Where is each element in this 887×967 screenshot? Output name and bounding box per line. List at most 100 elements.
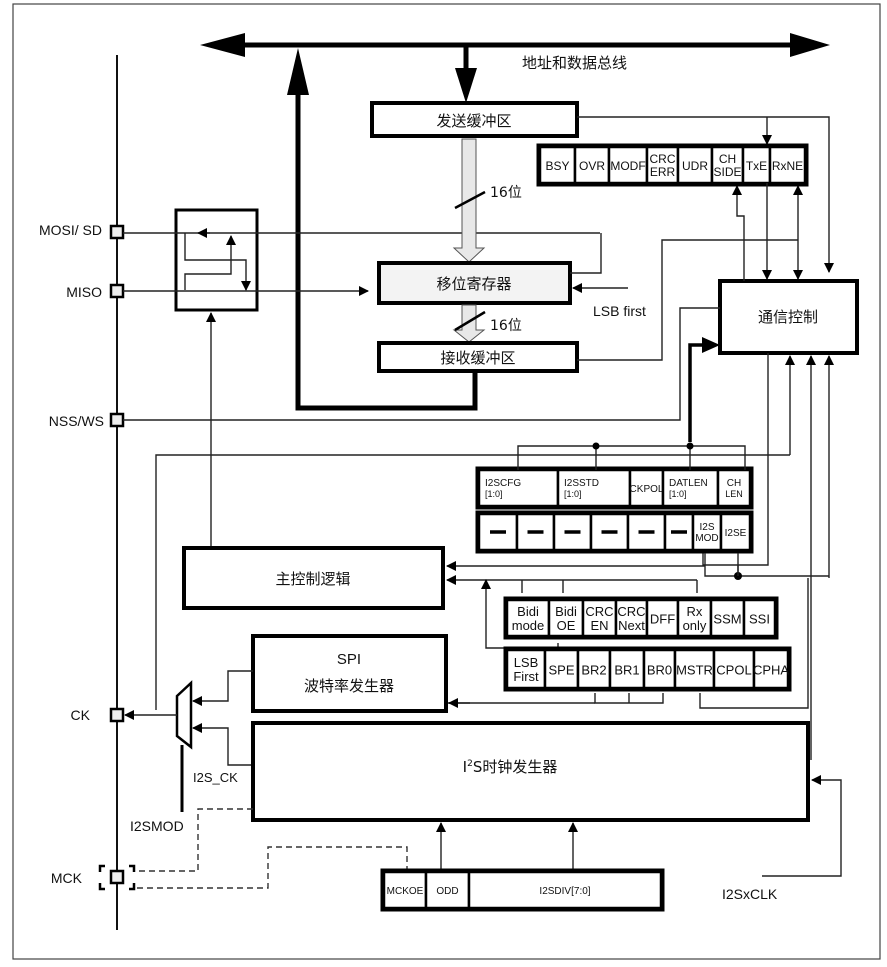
- register-bit-cell: [614, 598, 649, 638]
- register-bit-label: [1:0]: [669, 489, 687, 499]
- master-logic-label: 主控制逻辑: [275, 570, 350, 588]
- register-bit-cell: [382, 870, 428, 910]
- bus-down-arrow-icon: [455, 68, 477, 103]
- register-bit-label: CKPOL: [630, 484, 664, 495]
- register-bit-label: DFF: [650, 612, 675, 627]
- shift-register-block: [377, 261, 572, 305]
- register-bit-cell: [538, 145, 577, 185]
- register-bit-label: I2SCFG: [485, 478, 521, 489]
- register-bit-label: I2SDIV[7:0]: [539, 886, 590, 897]
- pin-mck-pad[interactable]: [109, 869, 125, 885]
- rx-buffer-label: 接收缓冲区: [440, 349, 515, 367]
- pin-miso-pad[interactable]: [109, 283, 125, 299]
- register-bit-label: OE: [557, 618, 576, 633]
- register-bit-cell: [768, 145, 807, 185]
- register-bit-cell: [607, 145, 649, 185]
- register-bit-cell: [628, 468, 665, 508]
- register-bit-label: Next: [618, 618, 645, 633]
- bit-width-label-rx: 16位: [490, 318, 522, 334]
- bus-arrow-right-icon: [790, 33, 830, 57]
- i2spr-register: MCKOE ODD I2SDIV[7:0]: [380, 868, 665, 912]
- register-bit-label: OVR: [579, 159, 605, 173]
- address-data-bus: 地址和数据总线: [200, 33, 830, 411]
- register-bit-label: [1:0]: [485, 489, 503, 499]
- register-bit-label: MODF: [610, 159, 645, 173]
- register-bit-label: [1:0]: [564, 489, 582, 499]
- pin-mck-label: MCK: [51, 870, 83, 886]
- spi-baud-rate-generator: SPI 波特率发生器: [251, 634, 470, 713]
- master-logic-block: [182, 546, 445, 610]
- mosi-miso-switch: [123, 208, 600, 547]
- i2s-clock-block: [251, 721, 810, 822]
- pin-column: MOSI/ SD MISO NSS/WS CK MCK: [39, 55, 136, 930]
- register-bit-cell: [741, 145, 772, 185]
- spi-baud-block: [251, 634, 448, 713]
- pin-ck-label: CK: [71, 707, 91, 723]
- i2scfgr-upper-register: I2SCFG[1:0]I2SSTD[1:0]CKPOLDATLEN[1:0]CH…: [475, 466, 754, 510]
- register-bit-label: CH: [719, 152, 736, 166]
- register-bit-label: BSY: [545, 159, 569, 173]
- tx-buffer-label: 发送缓冲区: [436, 112, 511, 130]
- spi-baud-label-1: SPI: [337, 651, 361, 668]
- junction-dot: [686, 442, 694, 450]
- register-bit-label: SSM: [713, 612, 741, 627]
- register-bit-label: ERR: [650, 165, 676, 179]
- bus-arrow-left-icon: [200, 33, 245, 57]
- register-bit-label: ODD: [436, 886, 458, 897]
- rx-buffer-block: [377, 341, 579, 373]
- register-bit-label: DATLEN: [669, 478, 708, 489]
- bit-width-label-tx: 16位: [490, 185, 522, 201]
- register-bit-cell: [467, 870, 663, 910]
- lsb-first-label: LSB first: [593, 303, 646, 319]
- pin-nss-pad[interactable]: [109, 412, 125, 428]
- register-bit-cell: [673, 648, 716, 690]
- pin-ck-pad[interactable]: [109, 707, 125, 723]
- register-bit-label: CPOL: [716, 663, 751, 678]
- junction-dot: [592, 442, 600, 450]
- register-bit-label: First: [513, 669, 539, 684]
- register-bit-label: CPHA: [753, 663, 789, 678]
- register-bit-cell: [676, 598, 713, 638]
- register-bit-cell: [642, 648, 677, 690]
- register-bit-label: TxE: [746, 159, 767, 173]
- pin-miso-label: MISO: [66, 284, 102, 300]
- register-bit-cell: [719, 512, 752, 552]
- ck-mux: I2S_CK I2SMOD: [124, 670, 253, 834]
- tx-buffer-block: [370, 101, 579, 138]
- register-bit-label: SSI: [749, 612, 770, 627]
- register-bit-cell: [661, 468, 720, 508]
- register-bit-label: BR0: [647, 663, 672, 678]
- register-bit-label: EN: [590, 618, 608, 633]
- pin-mck-optional-bracket: [98, 864, 136, 891]
- pin-mosi-pad[interactable]: [109, 224, 125, 240]
- i2sxclk-label: I2SxCLK: [722, 886, 778, 902]
- register-bit-cell: [709, 598, 746, 638]
- register-bit-label: SPE: [548, 663, 574, 678]
- register-bit-cell: [581, 598, 618, 638]
- comm-control-block: [718, 279, 859, 355]
- pin-mosi-label: MOSI/ SD: [39, 222, 102, 238]
- i2s-clock-generator: I2S时钟发生器 I2SxCLK: [135, 721, 842, 902]
- register-bit-cell: [505, 598, 551, 638]
- register-bit-label: MCKOE: [387, 886, 424, 897]
- i2s-ck-label: I2S_CK: [193, 770, 238, 785]
- register-bit-label: CRC: [617, 604, 645, 619]
- register-bit-label: I2SSTD: [564, 478, 599, 489]
- data-path: 发送缓冲区 16位 移位寄存器 16位 接收缓冲区 LSB first: [370, 101, 834, 373]
- register-bit-cell: [645, 598, 680, 638]
- register-bit-label: UDR: [682, 159, 708, 173]
- register-bit-cell: [691, 512, 723, 552]
- register-bit-label: Bidi: [517, 604, 539, 619]
- comm-control-label: 通信控制: [758, 308, 818, 326]
- register-bit-label: only: [683, 618, 707, 633]
- register-bit-label: CH: [727, 478, 741, 489]
- master-control-logic: 主控制逻辑: [182, 546, 698, 649]
- register-bit-label: BR1: [614, 663, 639, 678]
- register-bit-label: SIDE: [713, 165, 741, 179]
- register-bit-label: MSTR: [676, 663, 713, 678]
- register-bit-label: LSB: [514, 655, 539, 670]
